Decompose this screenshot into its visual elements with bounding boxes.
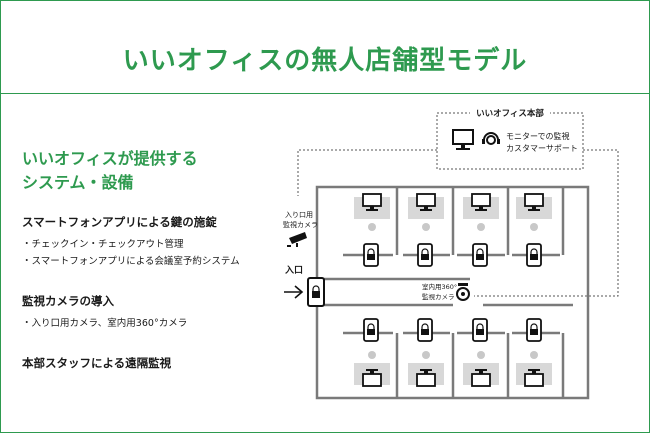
entrance-camera-label-2: 監視カメラ [283,220,318,229]
chair-icon [368,351,538,359]
monitor-icon [362,373,544,387]
section-item: ・入り口用カメラ、室内用360°カメラ [22,318,188,329]
entrance-arrow-icon [284,285,304,299]
section-cameras: 監視カメラの導入 ・入り口用カメラ、室内用360°カメラ [22,293,187,332]
connection-lines [297,149,619,297]
smart-lock-icon [417,243,433,267]
section-heading: 監視カメラの導入 [22,294,114,308]
smart-lock-icon [472,318,488,342]
section-remote-monitoring: 本部スタッフによる遠隔監視 [22,355,171,377]
camera-360-icon [456,283,470,301]
section-heading: 本部スタッフによる遠隔監視 [22,356,172,370]
title-divider [0,93,650,94]
systems-heading-line-2: システム・設備 [22,173,134,192]
hq-label: いいオフィス本部 [476,108,544,119]
smart-lock-icon [526,318,542,342]
entrance-camera-label-1: 入り口用 [285,211,313,219]
hq-text-monitoring: モニターでの監視 [506,131,570,141]
chair-icon [368,223,538,231]
page-title: いいオフィスの無人店舗型モデル [122,46,528,76]
headset-icon [482,132,500,145]
entrance-label: 入口 [284,265,303,276]
smart-lock-icon [363,318,379,342]
entrance-smart-lock-icon [307,277,325,307]
section-heading: スマートフォンアプリによる鍵の施錠 [22,215,217,229]
room-camera-label-2: 監視カメラ [422,292,455,301]
security-camera-icon [287,232,307,247]
smart-lock-icon [417,318,433,342]
monitor-icon [362,193,544,207]
systems-heading-line-1: いいオフィスが提供する [22,149,198,168]
hq-text-support: カスタマーサポート [506,144,578,153]
systems-heading: いいオフィスが提供する システム・設備 [22,147,198,195]
room-camera-label-1: 室内用360° [422,282,457,291]
section-item: ・スマートフォンアプリによる会議室予約システム [22,256,240,267]
section-item: ・チェックイン・チェックアウト管理 [22,239,184,250]
smart-lock-icon [526,243,542,267]
smart-lock-icon [363,243,379,267]
section-smart-lock: スマートフォンアプリによる鍵の施錠 ・チェックイン・チェックアウト管理 ・スマー… [22,214,240,270]
monitor-icon [452,129,474,150]
smart-lock-icon [472,243,488,267]
